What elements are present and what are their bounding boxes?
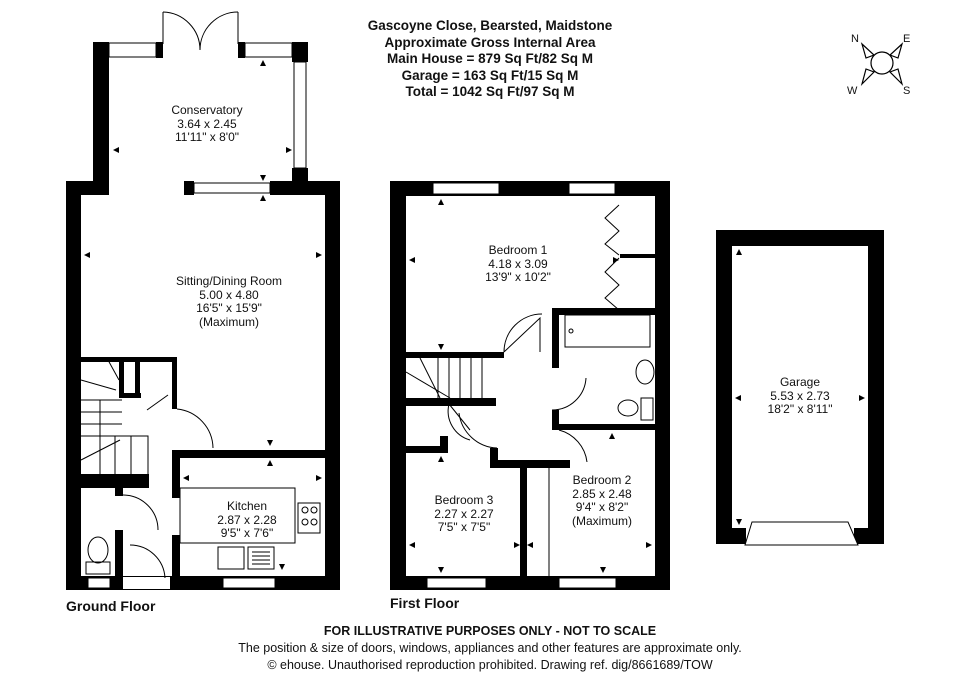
room-name: Kitchen <box>226 499 268 513</box>
room-name: Garage <box>779 375 821 389</box>
compass-west-label: W <box>847 85 858 97</box>
address-title: Gascoyne Close, Bearsted, Maidstone <box>367 18 613 33</box>
room-garage: Garage 5.53 x 2.73 18'2" x 8'11" <box>767 375 833 417</box>
room-conservatory: Conservatory 3.64 x 2.45 11'11" x 8'0" <box>171 103 243 145</box>
compass-south-label: S <box>903 85 911 97</box>
room-metric: 5.53 x 2.73 <box>770 388 830 403</box>
area-summary: Gascoyne Close, Bearsted, Maidstone Appr… <box>330 18 650 101</box>
copyright-text: © ehouse. Unauthorised reproduction proh… <box>267 658 713 672</box>
room-imperial: 7'5" x 7'5" <box>437 520 491 534</box>
room-bedroom-2: Bedroom 2 2.85 x 2.48 9'4" x 8'2" (Maxim… <box>572 473 632 528</box>
room-metric: 2.27 x 2.27 <box>434 506 494 521</box>
total-area: Total = 1042 Sq Ft/97 Sq M <box>405 84 575 99</box>
compass-east-label: E <box>903 33 911 45</box>
room-metric: 2.85 x 2.48 <box>572 486 632 501</box>
first-floor-label: First Floor <box>390 595 460 611</box>
room-imperial: 18'2" x 8'11" <box>767 402 833 416</box>
room-name: Conservatory <box>171 103 243 117</box>
ground-floor-label: Ground Floor <box>66 598 156 614</box>
room-name: Bedroom 1 <box>488 243 548 257</box>
room-sitting-dining: Sitting/Dining Room 5.00 x 4.80 16'5" x … <box>175 274 283 329</box>
room-imperial: 11'11" x 8'0" <box>174 130 240 144</box>
room-imperial: 16'5" x 15'9" <box>196 301 262 315</box>
room-imperial: 13'9" x 10'2" <box>485 270 551 284</box>
area-subtitle: Approximate Gross Internal Area <box>384 34 596 50</box>
footer-disclaimer: FOR ILLUSTRATIVE PURPOSES ONLY - NOT TO … <box>180 623 800 674</box>
disclaimer-note: The position & size of doors, windows, a… <box>238 641 742 655</box>
room-metric: 2.87 x 2.28 <box>217 512 277 527</box>
garage-area: Garage = 163 Sq Ft/15 Sq M <box>401 67 579 83</box>
room-kitchen: Kitchen 2.87 x 2.28 9'5" x 7'6" <box>217 499 277 541</box>
room-note: (Maximum) <box>572 513 632 528</box>
room-bedroom-3: Bedroom 3 2.27 x 2.27 7'5" x 7'5" <box>434 493 494 535</box>
main-house-area: Main House = 879 Sq Ft/82 Sq M <box>387 51 593 66</box>
room-metric: 3.64 x 2.45 <box>177 116 237 131</box>
room-name: Sitting/Dining Room <box>175 274 283 288</box>
room-name: Bedroom 2 <box>572 473 632 487</box>
compass-north-label: N <box>851 33 859 45</box>
room-imperial: 9'4" x 8'2" <box>575 500 629 514</box>
room-imperial: 9'5" x 7'6" <box>220 526 274 540</box>
room-bedroom-1: Bedroom 1 4.18 x 3.09 13'9" x 10'2" <box>485 243 551 285</box>
room-metric: 4.18 x 3.09 <box>488 256 548 271</box>
room-metric: 5.00 x 4.80 <box>199 287 259 302</box>
disclaimer-heading: FOR ILLUSTRATIVE PURPOSES ONLY - NOT TO … <box>323 624 657 638</box>
room-note: (Maximum) <box>199 314 259 329</box>
room-name: Bedroom 3 <box>434 493 494 507</box>
compass-icon <box>860 42 904 87</box>
